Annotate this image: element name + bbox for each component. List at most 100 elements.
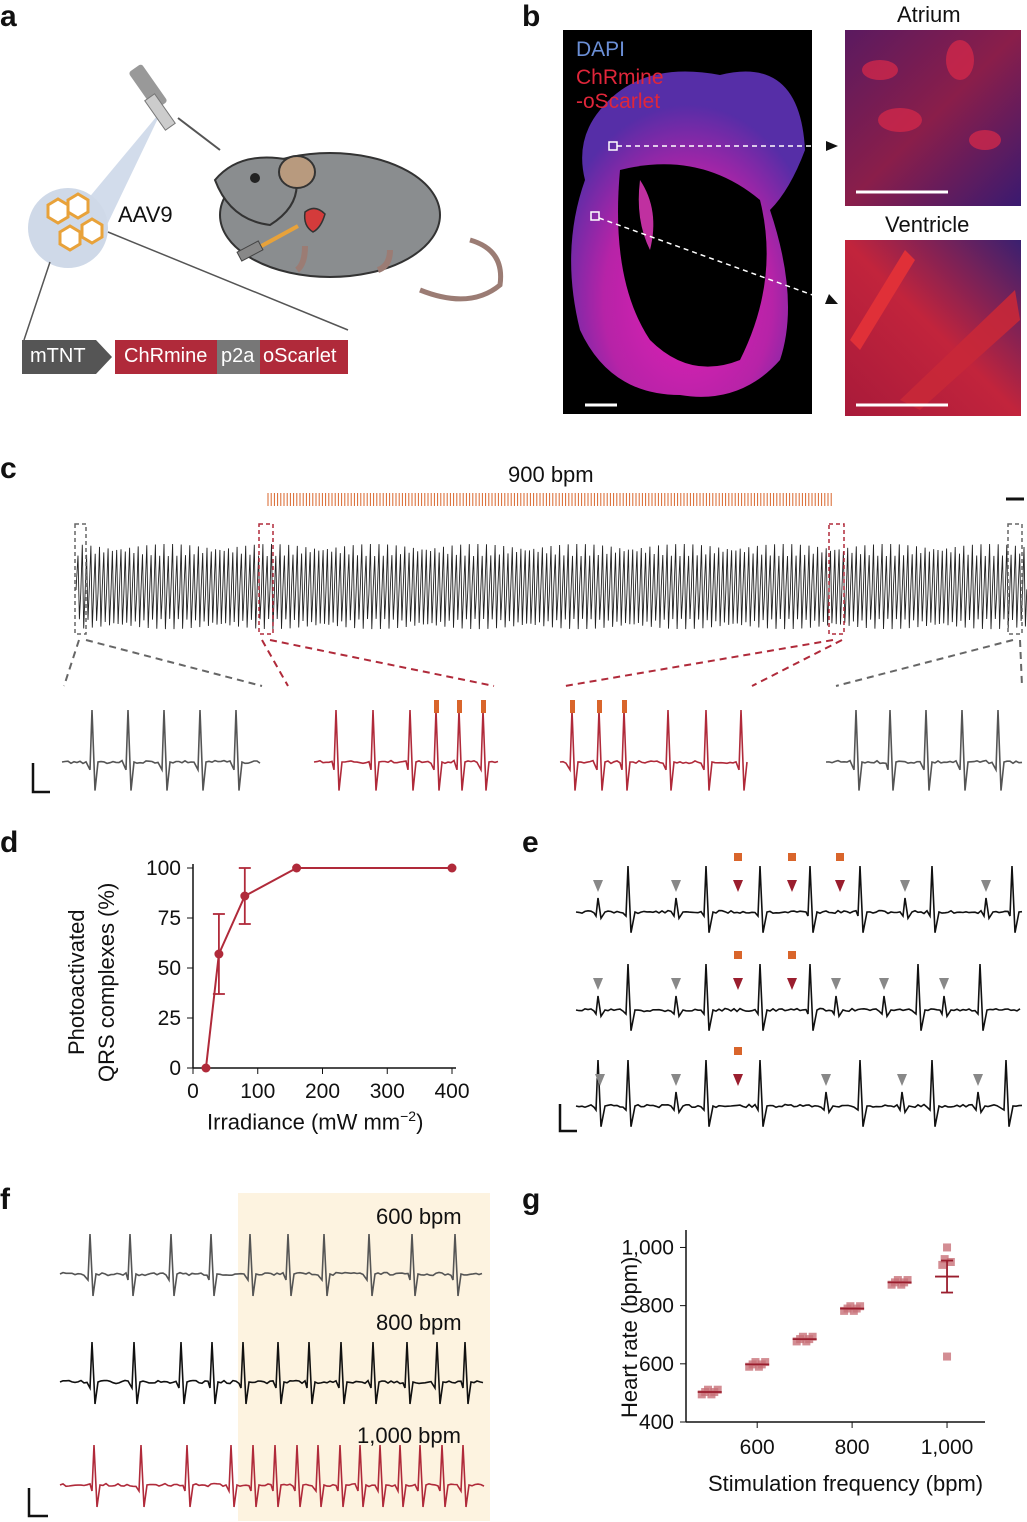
panel-label-c: c	[0, 452, 17, 485]
g-data-point	[713, 1385, 722, 1394]
stim-triangle	[787, 880, 797, 892]
g-data-point	[849, 1306, 858, 1315]
g-data-point	[802, 1337, 811, 1346]
d-data-point	[201, 1063, 211, 1073]
stim-triangle	[733, 978, 743, 990]
pwave-marker	[939, 978, 949, 990]
inset-title-ventricle: Ventricle	[885, 212, 970, 237]
pwave-marker	[671, 1074, 681, 1086]
ecg-zoom-trace	[825, 709, 1023, 791]
pwave-marker	[593, 880, 603, 892]
ecg-trace-row	[575, 1059, 1023, 1127]
g-data-point	[846, 1302, 855, 1311]
g-xtick-label: 1,000	[921, 1436, 974, 1459]
panel-label-a: a	[0, 0, 17, 33]
g-data-point	[940, 1255, 949, 1264]
stim-square	[734, 853, 742, 861]
d-series-line	[204, 867, 452, 1069]
d-ytick-label: 50	[158, 957, 181, 980]
g-data-point	[754, 1362, 763, 1371]
scale-bar-f	[27, 1488, 48, 1518]
stim-marker	[597, 700, 602, 713]
scale-bar-e	[558, 1104, 577, 1133]
ventricle-inset-image	[845, 240, 1021, 416]
g-data-point	[903, 1276, 912, 1285]
d-data-point	[292, 863, 302, 873]
pwave-marker	[821, 1074, 831, 1086]
g-ytick-label: 400	[639, 1411, 674, 1434]
g-xlabel: Stimulation frequency (bpm)	[708, 1471, 984, 1496]
d-xtick-label: 400	[434, 1080, 469, 1103]
zoom-box	[828, 523, 845, 635]
stim-marker	[434, 700, 439, 713]
g-data-point	[808, 1332, 817, 1341]
legend-chrmine: ChRmine	[576, 66, 664, 89]
g-data-point	[943, 1352, 952, 1361]
ecg-zoom-trace	[313, 709, 499, 791]
g-data-point	[840, 1306, 849, 1315]
g-xtick-label: 600	[740, 1436, 775, 1459]
ecg-zoom-trace	[559, 709, 748, 791]
zoom-guide	[835, 639, 1014, 687]
stim-marker	[622, 700, 627, 713]
d-xlabel: Irradiance (mW mm−2)	[207, 1108, 424, 1135]
g-data-point	[710, 1388, 719, 1397]
g-data-point	[745, 1362, 754, 1371]
d-xtick-label: 0	[187, 1080, 199, 1103]
ecg-trace-row	[575, 963, 1021, 1031]
ecg-trace-long	[75, 543, 1027, 630]
d-ylabel-2: QRS complexes (%)	[94, 882, 119, 1082]
mouse-icon	[213, 152, 504, 302]
d-ylabel-1: Photoactivated	[64, 909, 89, 1055]
ecg-zoom-trace	[61, 709, 261, 791]
stim-marker	[481, 700, 486, 713]
stim-square	[734, 1047, 742, 1055]
g-data-point	[887, 1280, 896, 1289]
stim-triangle	[835, 880, 845, 892]
d-xtick-label: 100	[240, 1080, 275, 1103]
zoom-guide	[564, 639, 834, 687]
aav9-label: AAV9	[118, 202, 173, 227]
zoom-box	[74, 523, 87, 635]
d-ytick-label: 0	[169, 1057, 181, 1080]
stimulation-highlight	[238, 1193, 490, 1521]
panel-label-b: b	[522, 0, 541, 33]
g-xtick-label: 800	[835, 1436, 870, 1459]
pwave-marker	[671, 880, 681, 892]
g-data-point	[946, 1258, 955, 1266]
stim-square	[836, 853, 844, 861]
panel-label-e: e	[522, 826, 539, 859]
g-data-point	[938, 1260, 947, 1269]
g-data-point	[701, 1388, 710, 1397]
zoom-guide	[751, 639, 843, 687]
d-ytick-label: 75	[158, 907, 181, 930]
panel-label-d: d	[0, 826, 19, 859]
g-ylabel: Heart rate (bpm)	[617, 1256, 642, 1418]
pwave-marker	[900, 880, 910, 892]
ecg-trace-row	[575, 865, 1023, 933]
stim-square	[734, 951, 742, 959]
g-data-point	[798, 1332, 807, 1341]
g-data-point	[897, 1280, 906, 1289]
d-xtick-label: 300	[370, 1080, 405, 1103]
g-data-point	[900, 1278, 909, 1287]
zoom-guide	[85, 639, 263, 687]
panel-label-g: g	[522, 1183, 541, 1216]
pwave-marker	[973, 1074, 983, 1086]
g-data-point	[891, 1278, 900, 1287]
construct-p2a: p2a	[221, 345, 255, 367]
aav-bubble-icon	[28, 188, 108, 268]
g-data-point	[856, 1302, 865, 1311]
g-data-point	[697, 1390, 706, 1399]
stim-marker	[570, 700, 575, 713]
pwave-marker	[595, 1074, 605, 1086]
construct-chrmine: ChRmine	[124, 345, 208, 367]
stim-triangle	[733, 880, 743, 892]
d-ytick-label: 100	[146, 857, 181, 880]
g-data-point	[943, 1243, 952, 1252]
panel-label-f: f	[0, 1183, 10, 1216]
stim-square	[788, 951, 796, 959]
